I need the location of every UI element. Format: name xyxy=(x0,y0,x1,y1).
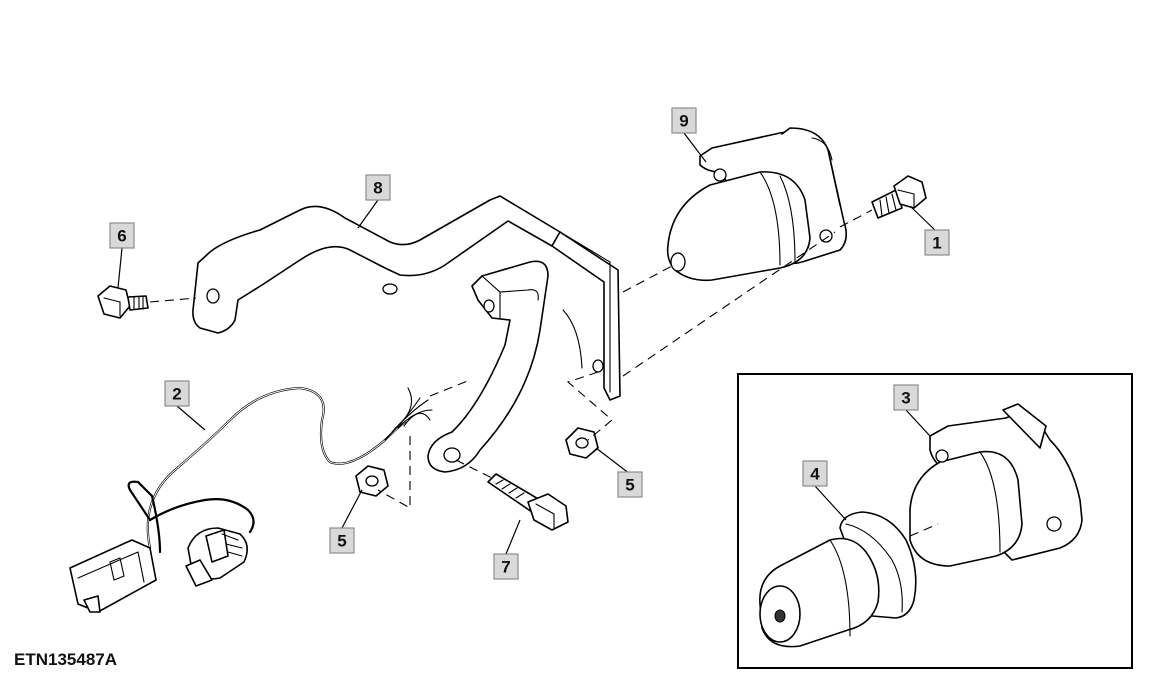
bolt-7 xyxy=(487,473,569,531)
callout-7: 7 xyxy=(493,553,519,580)
svg-text:9: 9 xyxy=(679,112,688,131)
svg-text:2: 2 xyxy=(172,385,181,404)
callout-8: 8 xyxy=(365,174,391,201)
svg-text:3: 3 xyxy=(901,389,910,408)
svg-text:5: 5 xyxy=(337,532,346,551)
svg-text:1: 1 xyxy=(932,234,941,253)
flange-nut-5-right xyxy=(565,427,599,459)
callout-4: 4 xyxy=(802,460,828,487)
callout-3: 3 xyxy=(893,384,919,411)
callout-1: 1 xyxy=(924,229,950,256)
callout-5-right: 5 xyxy=(617,471,643,498)
svg-text:7: 7 xyxy=(501,558,510,577)
svg-text:4: 4 xyxy=(810,465,820,484)
flange-bolt-6 xyxy=(97,285,149,319)
callout-9: 9 xyxy=(671,107,697,134)
svg-text:8: 8 xyxy=(373,179,382,198)
rubber-boot-4 xyxy=(759,511,917,648)
wire-harness-2 xyxy=(69,386,433,613)
solenoid-housing-3 xyxy=(909,403,1083,567)
detail-inset xyxy=(737,373,1133,669)
figure-id-label: ETN135487A xyxy=(14,650,118,669)
svg-text:5: 5 xyxy=(625,476,634,495)
callout-5-left: 5 xyxy=(329,527,355,554)
solenoid-9 xyxy=(666,127,848,282)
callout-6: 6 xyxy=(109,222,135,249)
flange-nut-5-left xyxy=(355,465,389,497)
leader-lines xyxy=(117,132,938,555)
flange-bolt-1 xyxy=(871,175,927,219)
alignment-lines xyxy=(149,209,873,509)
mounting-bracket xyxy=(192,195,621,473)
callout-2: 2 xyxy=(164,380,190,407)
svg-text:6: 6 xyxy=(117,227,126,246)
